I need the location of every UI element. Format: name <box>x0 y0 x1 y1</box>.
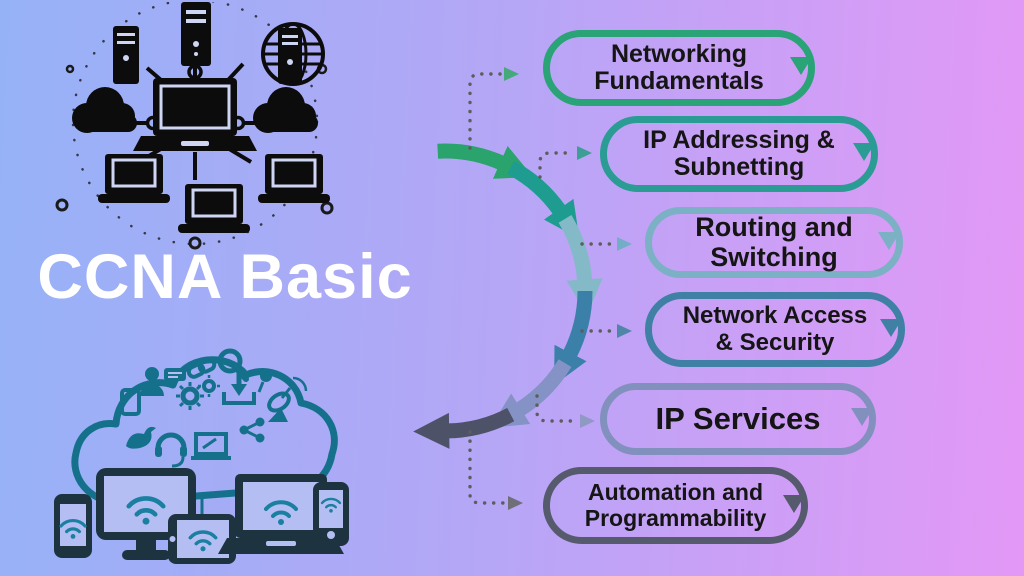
server-tower-icon <box>181 2 211 66</box>
module-pill-ip-addressing-subnetting: IP Addressing & Subnetting <box>600 116 878 192</box>
tablet-device-icon <box>168 514 236 564</box>
cloud-icon <box>253 87 318 133</box>
node-ring-icon <box>55 198 69 212</box>
flow-arrow-segment <box>413 407 515 449</box>
server-tower-icon <box>113 26 139 84</box>
share-icon <box>239 417 265 443</box>
pill-arrow-icon <box>783 494 805 513</box>
module-pill-networking-fundamentals: Networking Fundamentals <box>543 30 815 106</box>
page-title: CCNA Basic <box>37 242 413 312</box>
module-pill-ip-services: IP Services <box>600 383 876 455</box>
flow-arrow-segment <box>490 359 572 428</box>
headset-icon <box>155 432 187 468</box>
module-label: Programmability <box>584 504 767 531</box>
link-icon <box>186 357 217 379</box>
module-label: Subnetting <box>673 153 805 181</box>
module-label: Switching <box>710 241 838 272</box>
pill-arrow-icon <box>853 143 875 161</box>
smartphone-icon <box>313 482 349 546</box>
tablet-icon <box>120 388 141 416</box>
client-laptop-icon <box>258 154 330 203</box>
cloud-icon <box>72 87 137 133</box>
dotted-connector <box>468 72 502 150</box>
network-diagram-illustration <box>55 2 334 250</box>
module-label: IP Services <box>655 400 821 436</box>
hub-laptop-icon <box>133 78 257 151</box>
cloud-devices-illustration <box>54 348 349 564</box>
module-label: Automation and <box>587 479 764 506</box>
gears-icon <box>176 375 220 410</box>
pill-arrow-icon <box>880 318 902 337</box>
module-pill-automation-programmability: Automation and Programmability <box>543 467 808 544</box>
module-pill-routing-switching: Routing and Switching <box>645 207 903 278</box>
pill-arrow-icon <box>790 57 812 75</box>
pill-arrow-icon <box>878 231 900 250</box>
module-label: Networking <box>610 39 748 68</box>
pill-arrow-icon <box>851 408 873 426</box>
flow-arrow-segment <box>507 160 580 239</box>
node-ring-icon <box>320 201 334 215</box>
user-chat-icon <box>140 367 186 396</box>
bird-icon <box>126 426 156 449</box>
node-ring-icon <box>188 236 202 250</box>
module-label: Routing and <box>695 211 853 242</box>
flow-arrow-segment <box>558 215 603 316</box>
module-pill-network-access-security: Network Access & Security <box>645 292 905 367</box>
curriculum-flow-arc <box>413 143 603 449</box>
client-laptop-icon <box>178 184 250 233</box>
client-laptop-icon <box>98 154 170 203</box>
module-label: & Security <box>715 328 835 356</box>
node-ring-icon <box>65 64 75 74</box>
module-label: Network Access <box>682 302 868 330</box>
module-label: Fundamentals <box>594 67 764 95</box>
connector-arrow-icon <box>504 67 519 81</box>
laptop-device-icon <box>218 474 344 554</box>
download-icon <box>222 371 256 405</box>
flow-arrow-segment <box>437 143 534 179</box>
globe-server-icon <box>261 22 325 86</box>
smartphone-icon <box>54 494 92 558</box>
connector-arrow-icon <box>508 496 523 510</box>
module-label: IP Addressing & <box>643 125 835 154</box>
pin-icon <box>257 370 272 393</box>
flow-arrow-segment <box>554 290 593 386</box>
laptop-icon <box>191 432 231 460</box>
satellite-icon <box>267 376 308 422</box>
